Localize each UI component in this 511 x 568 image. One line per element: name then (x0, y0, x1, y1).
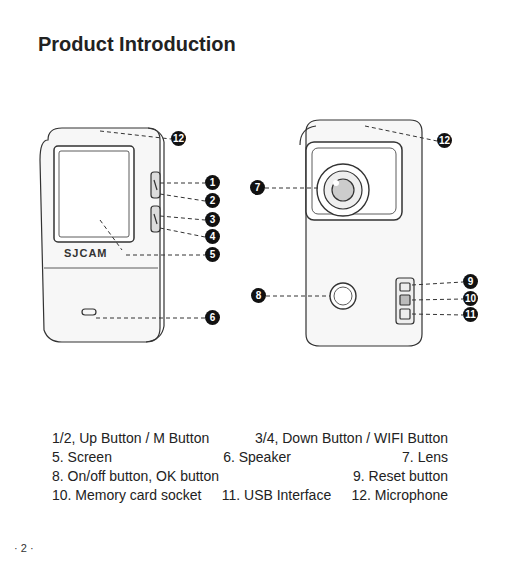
callout-number: 3 (205, 212, 220, 227)
legend-row: 8. On/off button, OK button 9. Reset butt… (52, 468, 448, 484)
legend-row: 10. Memory card socket 11. USB Interface 1… (52, 487, 448, 503)
callout-number: 1 (205, 175, 220, 190)
brand-logo: SJCAM (64, 247, 108, 259)
part-name: 8. On/off button, OK button (52, 468, 219, 484)
callout-number: 7 (250, 180, 265, 195)
callout-number: 10 (463, 291, 478, 306)
callout-number: 6 (205, 310, 220, 325)
page-title: Product Introduction (38, 33, 236, 56)
callout-number: 4 (205, 229, 220, 244)
part-name: 5. Screen (52, 449, 112, 465)
part-name: 3/4, Down Button / WIFI Button (255, 430, 448, 446)
part-name: 9. Reset button (353, 468, 448, 484)
callout-number: 2 (205, 193, 220, 208)
part-name: 10. Memory card socket (52, 487, 201, 503)
callout-number: 12 (437, 133, 452, 148)
callout-number: 12 (171, 131, 186, 146)
part-name: 12. Microphone (351, 487, 448, 503)
legend-row: 5. Screen 6. Speaker 7. Lens (52, 449, 448, 465)
part-name: 11. USB Interface (222, 487, 331, 503)
legend-row: 1/2, Up Button / M Button 3/4, Down Butto… (52, 430, 448, 446)
part-name: 7. Lens (402, 449, 448, 465)
callout-number: 9 (463, 274, 478, 289)
page-number: · 2 · (14, 542, 34, 554)
part-name: 1/2, Up Button / M Button (52, 430, 209, 446)
part-name: 6. Speaker (223, 449, 291, 465)
callout-number: 5 (205, 247, 220, 262)
callout-number: 11 (463, 307, 478, 322)
callout-number: 8 (251, 288, 266, 303)
